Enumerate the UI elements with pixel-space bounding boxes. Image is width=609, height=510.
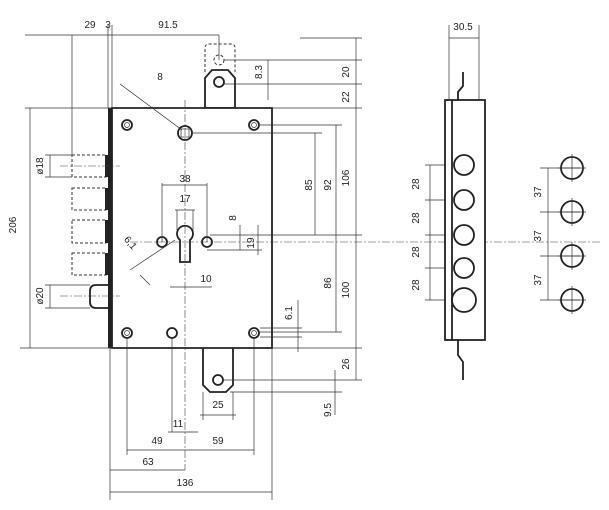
dim-206: 206 [8, 216, 19, 233]
dimension-lines [20, 25, 362, 500]
dim-100: 100 [341, 281, 352, 298]
dim-37: 37 [533, 186, 544, 198]
forend-plate [108, 108, 112, 348]
dim-phi20: ø20 [35, 287, 46, 305]
dim-91-5: 91.5 [158, 20, 178, 31]
screw-holes [121, 119, 260, 339]
dim-spindle-8: 8 [157, 72, 163, 83]
bolt-ends-side [451, 154, 477, 313]
dim-28: 28 [411, 212, 422, 224]
dim-106: 106 [341, 169, 352, 186]
dim-85: 85 [304, 179, 315, 191]
dim-92: 92 [323, 179, 334, 191]
top-tab-extension [204, 43, 236, 72]
dim-37: 37 [533, 230, 544, 242]
side-body [444, 99, 486, 341]
latch-bolt [89, 284, 108, 309]
dim-38: 38 [179, 174, 191, 185]
dim-30-5: 30.5 [453, 22, 473, 33]
bottom-strike-tab [202, 348, 234, 393]
dim-59: 59 [212, 436, 224, 447]
lock-case [111, 107, 273, 349]
dim-8-3: 8.3 [254, 65, 265, 79]
dim-9-5: 9.5 [323, 403, 334, 417]
side-view: 30.5 28 28 28 28 37 37 37 [411, 22, 586, 380]
dim-28: 28 [411, 279, 422, 291]
dim-phi18: ø18 [35, 157, 46, 175]
dim-26: 26 [341, 358, 352, 370]
dim-6-1: 6.1 [284, 306, 295, 320]
dim-37: 37 [533, 274, 544, 286]
bolt-hole-pattern [558, 154, 586, 314]
dim-28: 28 [411, 178, 422, 190]
front-view: 29 3 91.5 8 8.3 20 22 106 92 85 38 17 8 … [8, 20, 600, 500]
dim-19: 19 [246, 237, 257, 249]
dim-20: 20 [341, 66, 352, 78]
dim-8-key: 8 [228, 215, 239, 221]
bottom-tab-side [457, 340, 464, 380]
bottom-tab-hole [212, 374, 224, 386]
dim-22: 22 [341, 91, 352, 103]
dim-11: 11 [173, 419, 184, 430]
dim-49: 49 [151, 436, 163, 447]
dim-63: 63 [142, 457, 154, 468]
dim-29: 29 [84, 20, 96, 31]
top-tab-side [457, 72, 464, 100]
cylinder-keyhole [176, 224, 194, 263]
dim-17: 17 [179, 194, 191, 205]
dim-28: 28 [411, 246, 422, 258]
deadbolts [71, 154, 108, 276]
dim-136: 136 [177, 478, 194, 489]
dim-3: 3 [105, 20, 111, 31]
top-tab-hole [213, 76, 225, 88]
dim-10: 10 [200, 274, 212, 285]
dim-25: 25 [212, 400, 224, 411]
dim-86: 86 [323, 277, 334, 289]
top-strike-tab [204, 69, 236, 109]
